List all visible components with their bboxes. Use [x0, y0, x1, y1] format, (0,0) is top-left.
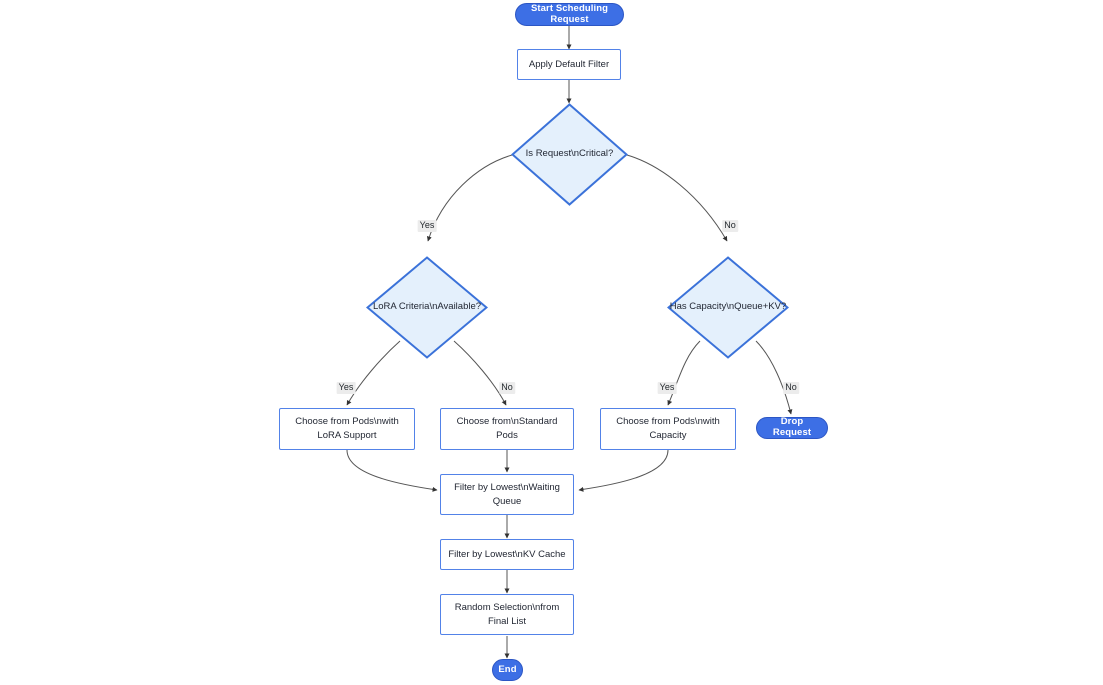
- node-choose-lora-pods-line2: LoRA Support: [317, 430, 377, 441]
- node-lora-criteria-available-label: LoRA Criteria\nAvailable?: [372, 301, 482, 313]
- node-is-request-critical[interactable]: Is Request\nCritical?: [511, 103, 628, 206]
- edge-label-critical-no: No: [722, 220, 738, 232]
- edge-critical-no-to-capacity: [626, 154, 728, 242]
- node-drop-request[interactable]: Drop Request: [756, 416, 828, 439]
- node-apply-default-filter-label: Apply Default Filter: [528, 58, 610, 70]
- node-start-label: Start Scheduling Request: [530, 2, 609, 25]
- edge-label-lora-yes: Yes: [336, 382, 356, 394]
- node-choose-standard-pods-line1: Choose from\nStandard: [456, 416, 558, 428]
- node-choose-standard-pods[interactable]: Choose from\nStandard Pods: [440, 408, 574, 450]
- node-has-capacity-label: Has Capacity\nQueue+KV?: [669, 301, 787, 313]
- edge-lora-pods-to-filter-queue: [346, 449, 438, 492]
- node-start[interactable]: Start Scheduling Request: [515, 3, 624, 26]
- edge-capacity-pods-to-filter-queue: [578, 449, 669, 492]
- node-filter-waiting-queue-label: Filter by Lowest\nWaiting Queue: [454, 481, 560, 509]
- node-filter-kv-cache-label: Filter by Lowest\nKV Cache: [448, 548, 566, 560]
- node-choose-capacity-pods-label: Choose from Pods\nwith Capacity: [616, 415, 720, 443]
- node-choose-standard-pods-label: Choose from\nStandard Pods: [457, 415, 558, 443]
- node-end[interactable]: End: [492, 659, 523, 681]
- edge-label-capacity-yes: Yes: [657, 382, 677, 394]
- node-random-selection-line2: Final List: [487, 615, 526, 627]
- node-filter-waiting-queue-line2: Queue: [492, 495, 522, 507]
- node-drop-request-label: Drop Request: [772, 416, 812, 438]
- diamond-shape: [511, 103, 628, 206]
- node-apply-default-filter[interactable]: Apply Default Filter: [517, 49, 621, 80]
- diamond-shape: [366, 256, 488, 359]
- node-filter-kv-cache[interactable]: Filter by Lowest\nKV Cache: [440, 539, 574, 570]
- node-choose-lora-pods[interactable]: Choose from Pods\nwith LoRA Support: [279, 408, 415, 450]
- edge-label-lora-no: No: [499, 382, 515, 394]
- node-random-selection-line1: Random Selection\nfrom: [454, 601, 560, 613]
- node-choose-standard-pods-line2: Pods: [496, 430, 518, 441]
- node-filter-waiting-queue-line1: Filter by Lowest\nWaiting: [454, 481, 560, 493]
- edge-label-critical-yes: Yes: [417, 220, 437, 232]
- node-filter-waiting-queue[interactable]: Filter by Lowest\nWaiting Queue: [440, 474, 574, 515]
- node-random-selection-label: Random Selection\nfrom Final List: [455, 601, 560, 629]
- edge-label-capacity-no: No: [783, 382, 799, 394]
- edge-critical-yes-to-lora: [426, 154, 513, 242]
- node-choose-capacity-pods[interactable]: Choose from Pods\nwith Capacity: [600, 408, 736, 450]
- node-choose-capacity-pods-line1: Choose from Pods\nwith: [616, 416, 720, 428]
- diamond-shape: [667, 256, 789, 359]
- node-choose-lora-pods-line1: Choose from Pods\nwith: [295, 416, 399, 428]
- node-random-selection[interactable]: Random Selection\nfrom Final List: [440, 594, 574, 635]
- node-has-capacity[interactable]: Has Capacity\nQueue+KV?: [667, 256, 789, 359]
- node-choose-lora-pods-label: Choose from Pods\nwith LoRA Support: [295, 415, 399, 443]
- node-lora-criteria-available[interactable]: LoRA Criteria\nAvailable?: [366, 256, 488, 359]
- node-is-request-critical-label: Is Request\nCritical?: [525, 148, 614, 160]
- node-choose-capacity-pods-line2: Capacity: [649, 430, 687, 441]
- node-end-label: End: [498, 663, 517, 675]
